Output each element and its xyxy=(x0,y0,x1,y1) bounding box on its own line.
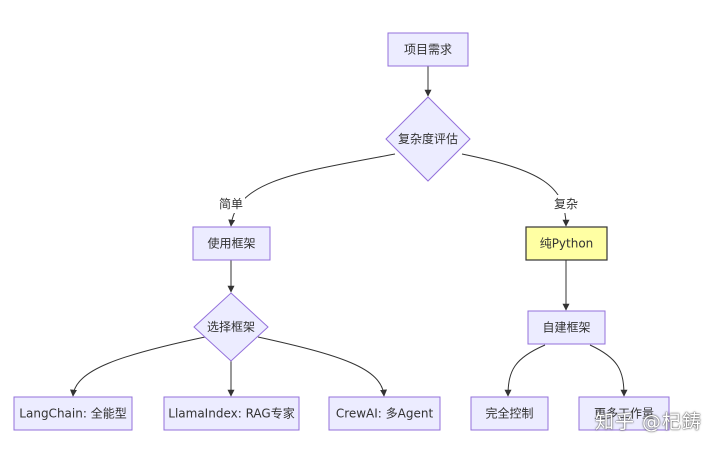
node-evaluate[interactable]: 复杂度评估 xyxy=(385,96,471,182)
watermark: 知乎 @杞鋳 xyxy=(594,411,702,433)
node-self-build[interactable]: 自建框架 xyxy=(527,310,606,345)
edge-choose-langchain xyxy=(70,336,206,397)
node-self-build-label: 自建框架 xyxy=(542,321,590,335)
node-full-control[interactable]: 完全控制 xyxy=(470,396,549,431)
node-use-framework-label: 使用框架 xyxy=(207,236,255,251)
edge-label-simple-text: 简单 xyxy=(219,197,243,211)
edge-self-build-more-work xyxy=(589,344,628,397)
edge-label-complex-text: 复杂 xyxy=(554,197,578,211)
node-llamaindex-label: LlamaIndex: RAG专家 xyxy=(168,406,294,421)
node-choose-framework-label: 选择框架 xyxy=(207,320,255,334)
edge-label-complex: 复杂 xyxy=(552,195,580,213)
node-langchain[interactable]: LangChain: 全能型 xyxy=(13,396,133,431)
node-langchain-label: LangChain: 全能型 xyxy=(19,406,126,421)
node-llamaindex[interactable]: LlamaIndex: RAG专家 xyxy=(163,396,300,431)
node-pure-python-label: 纯Python xyxy=(540,237,594,251)
node-evaluate-label: 复杂度评估 xyxy=(398,131,458,146)
node-use-framework[interactable]: 使用框架 xyxy=(192,226,271,261)
edge-label-simple: 简单 xyxy=(217,195,245,213)
node-requirements[interactable]: 项目需求 xyxy=(387,32,469,67)
edge-evaluate-use-framework xyxy=(228,153,396,227)
edge-choose-crewai xyxy=(257,336,388,397)
edge-evaluate-pure-python xyxy=(461,153,570,227)
edge-self-build-full-control xyxy=(504,344,546,397)
node-requirements-label: 项目需求 xyxy=(404,43,452,57)
node-full-control-label: 完全控制 xyxy=(485,406,533,421)
node-crewai-label: CrewAI: 多Agent xyxy=(336,407,434,421)
node-more-work-label: 更多工作量 xyxy=(594,407,654,421)
node-choose-framework[interactable]: 选择框架 xyxy=(193,292,269,362)
node-crewai[interactable]: CrewAI: 多Agent xyxy=(328,396,441,431)
node-pure-python[interactable]: 纯Python xyxy=(525,226,608,261)
node-more-work[interactable]: 更多工作量 xyxy=(578,396,670,431)
